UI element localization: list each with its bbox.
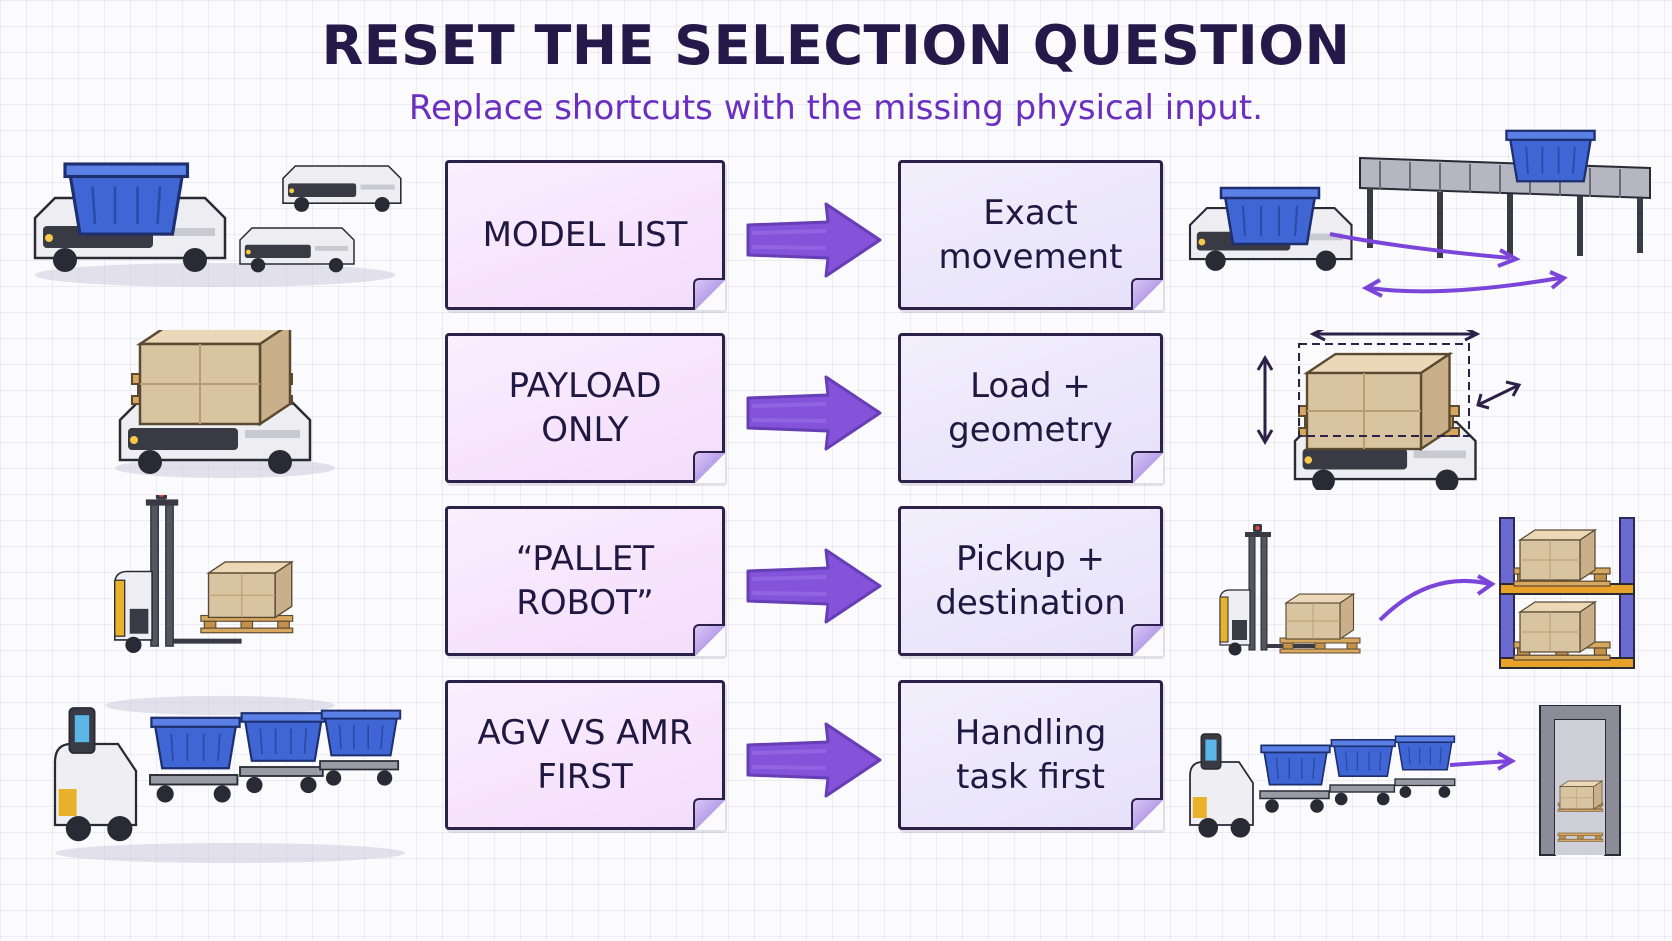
shortcut-note-pallet-robot: “PALLET ROBOT” [445,506,725,656]
forklift-to-rack-illustration [1219,517,1635,669]
right-arrow-icon [746,202,882,278]
page-subtitle: Replace shortcuts with the missing physi… [408,88,1264,128]
pallet-dimensions-illustration [1256,330,1522,490]
shortcut-note-model-list: MODEL LIST [445,160,725,310]
input-note-exact-movement: Exact movement [898,160,1163,310]
right-arrow-icon [746,548,882,624]
shortcut-note-payload-only: PAYLOAD ONLY [445,333,725,483]
right-arrow-icon [746,722,882,798]
agv-fleet-illustration [33,162,402,287]
shortcut-note-agv-vs-amr: AGV VS AMR FIRST [445,680,725,830]
input-note-load-geometry: Load + geometry [898,333,1163,483]
right-arrow-icon [746,375,882,451]
forklift-illustration [105,495,335,715]
tugger-train-illustration [53,706,405,863]
agv-pallet-illustration [115,330,335,478]
input-note-pickup-destination: Pickup + destination [898,506,1163,656]
input-note-handling-task: Handling task first [898,680,1163,830]
tugger-doorway-illustration [1189,705,1621,856]
agv-conveyor-illustration [1188,129,1651,298]
page-title: RESET THE SELECTION QUESTION [321,14,1351,77]
